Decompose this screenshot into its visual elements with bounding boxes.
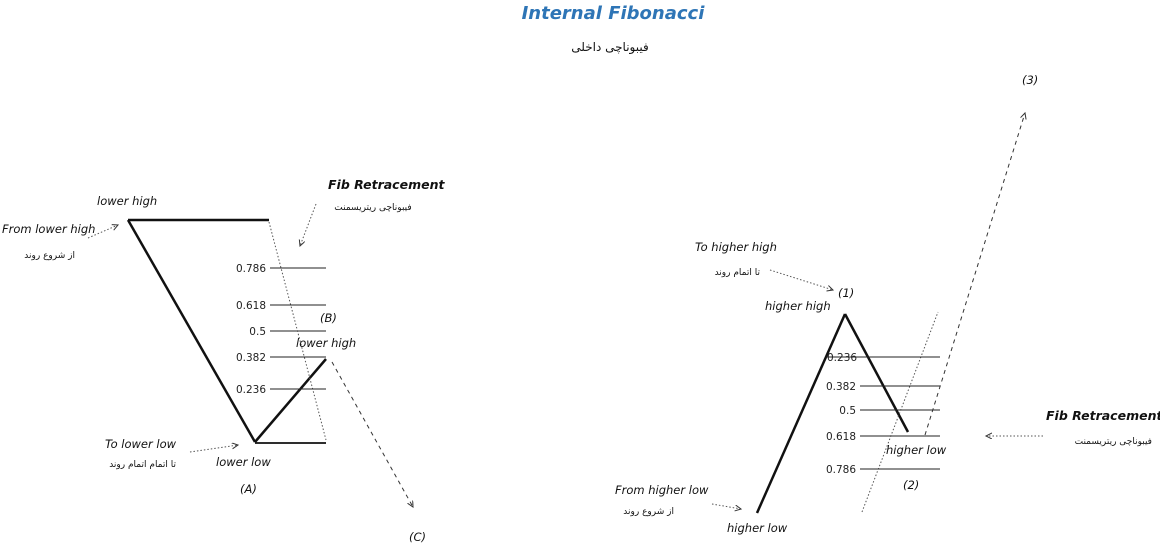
right-from-pointer-arrow: [711, 503, 741, 509]
left-marker-a: (A): [240, 482, 257, 496]
left-lower-high-top-label: lower high: [97, 194, 157, 208]
right-fib-header-fa: فیبوناچی ریتریسمنت: [1075, 437, 1152, 447]
left-retracement-leg: [254, 358, 327, 443]
left-marker-c: (C): [409, 530, 426, 544]
right-retracement-leg: [843, 313, 910, 433]
right-fib-level-label: 0.618: [826, 431, 856, 443]
right-to-label: To higher high: [695, 240, 777, 254]
right-uptrend-leg: [755, 313, 847, 514]
left-lower-high-mid-label: lower high: [296, 336, 356, 350]
right-fib-level-label: 0.382: [826, 381, 856, 393]
left-fib-level-label: 0.236: [236, 384, 266, 396]
left-to-label-fa: تا اتمام اتمام روند: [109, 460, 176, 470]
left-to-pointer-arrow: [189, 445, 238, 453]
left-marker-b: (B): [320, 311, 337, 325]
diagram-title: Internal Fibonacci: [522, 3, 706, 24]
right-higher-low-mid-label: higher low: [886, 443, 947, 457]
right-marker-3: (3): [1022, 73, 1038, 87]
left-fib-level-label: 0.382: [236, 352, 266, 364]
right-fib-header: Fib Retracement: [1046, 408, 1160, 423]
right-fib-level-label: 0.236: [827, 352, 857, 364]
left-fib-header: Fib Retracement: [328, 177, 445, 192]
left-from-label-fa: از شروع روند: [24, 251, 75, 261]
left-fib-level-label: 0.5: [249, 326, 266, 338]
right-from-label: From higher low: [615, 483, 709, 497]
left-fib-level-label: 0.786: [236, 263, 266, 275]
left-fib-level-label: 0.618: [236, 300, 266, 312]
left-continuation-arrow: [331, 361, 413, 507]
left-downtrend-leg: [126, 219, 257, 443]
right-to-pointer-arrow: [769, 269, 833, 290]
left-lower-low-label: lower low: [216, 455, 271, 469]
left-fib-header-fa: فیبوناچی ریتریسمنت: [334, 203, 411, 213]
right-marker-2: (2): [903, 478, 919, 492]
right-from-label-fa: از شروع روند: [623, 507, 674, 517]
right-fib-level-label: 0.786: [826, 464, 856, 476]
right-higher-low-bottom-label: higher low: [727, 521, 788, 535]
left-to-label: To lower low: [105, 437, 177, 451]
right-marker-1: (1): [838, 286, 854, 300]
right-fib-tool-line: [861, 311, 939, 513]
right-to-label-fa: تا اتمام روند: [715, 268, 761, 278]
left-from-label: From lower high: [2, 222, 95, 236]
right-continuation-arrow: [924, 113, 1025, 436]
right-higher-high-label: higher high: [765, 299, 831, 313]
diagram-subtitle: فیبوناچی داخلی: [571, 40, 648, 55]
right-fib-level-label: 0.5: [839, 405, 856, 417]
left-fib-pointer-arrow: [300, 203, 317, 246]
